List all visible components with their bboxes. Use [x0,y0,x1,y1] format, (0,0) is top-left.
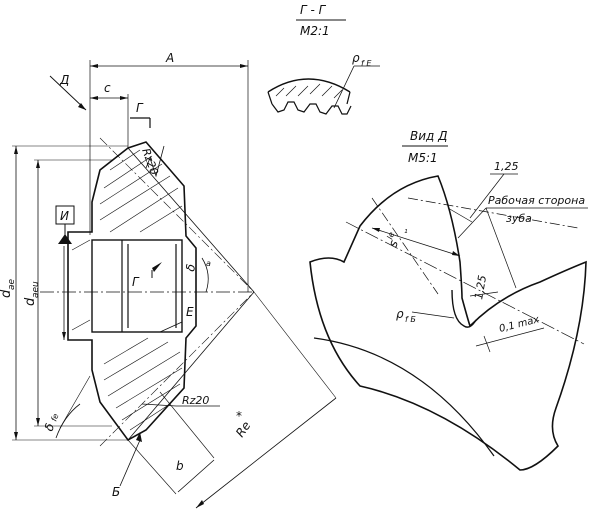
gear-body-outline [67,141,197,442]
dim-b-line [177,459,215,493]
dim-s-sub: le [385,231,396,241]
detail-pitch-line [345,221,585,345]
section-rho-leader [333,65,355,109]
roughness-bottom: Rz20 [182,394,209,407]
datum-triangle [58,234,72,244]
detail-rho-sub: f Б [405,315,416,324]
dim-A: A [165,51,174,65]
dim-Re-star: * [236,409,242,423]
datum-label: И [60,209,69,223]
dim-daeu: d [23,297,38,306]
detail-scale: М5:1 [408,151,438,165]
delta-a-arc [201,257,209,293]
section-rho-label: ρ [352,51,360,65]
delta-fe-arc [55,403,81,439]
section-rim-outer [267,78,351,93]
dim-mid: 1,25 [472,274,489,300]
cone-line-bottom [127,291,255,441]
working-side-line2: зуба [506,212,532,225]
delta-fe-sub: fe [49,412,60,422]
section-mark-inner: Г [132,275,140,289]
dim-c: c [104,81,111,95]
roughness-top: Rz20 [139,147,161,177]
dim-daeu-sub: aeu [31,281,41,298]
view-arrow-label: Д [59,73,69,87]
detail-title: Вид Д [410,129,448,143]
label-B: Б [112,485,120,499]
section-view: Г - Г М2:1 ρ f E [267,3,380,115]
working-side-line1: Рабочая сторона [488,194,585,207]
bore [91,239,183,333]
dim-max: 0,1 max [498,314,540,335]
dim-s: s [386,238,401,249]
detail-root-fillet [451,289,477,328]
dim-s-sup: ¹ [404,229,408,239]
label-E: E [186,305,194,319]
hatching [71,149,183,431]
delta-fe: δ [42,421,58,433]
dim-dae: d [0,289,14,298]
dim-top: 1,25 [494,160,519,173]
detail-gear-body [309,175,587,471]
cone-line-top [127,147,255,293]
section-hatch [275,83,343,99]
delta-a-sub: a [206,259,211,268]
detail-view: Вид Д М5:1 s ¹ le 1,25 Рабочая сторона з… [309,129,588,471]
dim-dae-sub: ae [7,278,17,290]
delta-a: δ [183,263,198,273]
dim-b: b [176,459,184,473]
detail-rho: ρ [396,307,404,321]
section-rho-sub: f E [361,59,372,68]
section-title: Г - Г [300,3,327,17]
main-view: A c Д Г Rz20 [0,51,337,509]
dim-Re-line [195,397,337,509]
detail-face-curve [313,337,495,457]
section-mark-top: Г [136,101,144,115]
section-scale: М2:1 [300,24,330,38]
dim-s-line [371,227,461,257]
section-teeth [271,101,352,115]
